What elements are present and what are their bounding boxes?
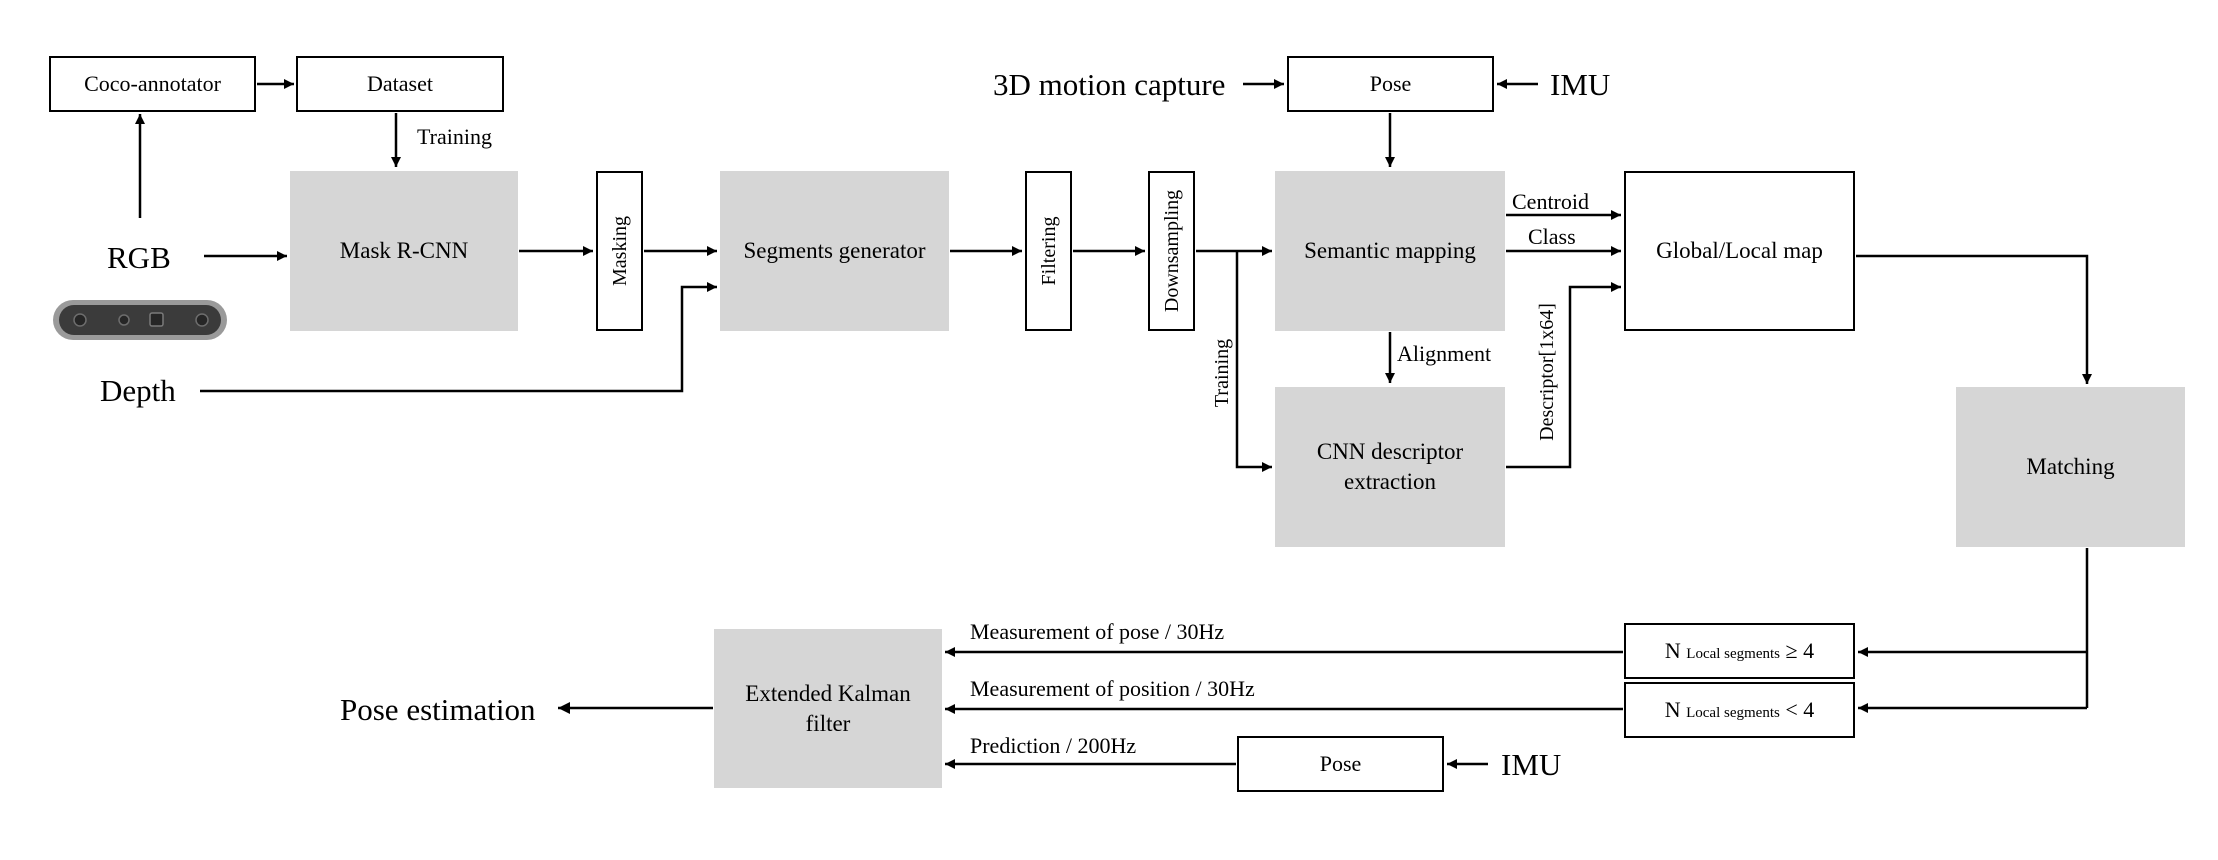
masking-box: Masking xyxy=(596,171,643,331)
descriptor-label: Descriptor[1x64] xyxy=(1536,303,1558,441)
imu-bottom-label: IMU xyxy=(1501,747,1562,782)
class-label: Class xyxy=(1528,224,1576,249)
pose-top-box: Pose xyxy=(1287,56,1494,112)
measurement-position-label: Measurement of position / 30Hz xyxy=(970,676,1255,701)
mask-rcnn-box: Mask R-CNN xyxy=(290,171,518,331)
training-label: Training xyxy=(417,124,492,149)
measurement-pose-label: Measurement of pose / 30Hz xyxy=(970,619,1225,644)
wire-map-to-matching xyxy=(1856,254,2092,384)
pose-estimation-output-label: Pose estimation xyxy=(340,692,536,727)
filtering-box: Filtering xyxy=(1025,171,1072,331)
prediction-label: Prediction / 200Hz xyxy=(970,733,1137,758)
global-local-map-box: Global/Local map xyxy=(1624,171,1855,331)
downsampling-box: Downsampling xyxy=(1148,171,1195,331)
motion-capture-label: 3D motion capture xyxy=(993,67,1226,102)
rgb-input-label: RGB xyxy=(107,240,171,275)
imu-top-label: IMU xyxy=(1550,67,1611,102)
pose-bottom-box: Pose xyxy=(1237,736,1444,792)
semantic-mapping-box: Semantic mapping xyxy=(1275,171,1505,331)
condition-lt-4-box: N Local segments < 4 xyxy=(1624,682,1855,738)
dataset-box: Dataset xyxy=(296,56,504,112)
centroid-label: Centroid xyxy=(1512,189,1589,214)
alignment-label: Alignment xyxy=(1397,341,1492,366)
wire-depth-to-segments xyxy=(200,282,717,393)
coco-annotator-box: Coco-annotator xyxy=(49,56,256,112)
wire-training-branch xyxy=(1235,251,1272,472)
depth-input-label: Depth xyxy=(100,373,176,408)
matching-box: Matching xyxy=(1956,387,2185,547)
condition-ge-4-box: N Local segments ≥ 4 xyxy=(1624,623,1855,679)
depth-camera-icon xyxy=(53,300,227,340)
segments-generator-box: Segments generator xyxy=(720,171,949,331)
training-side-label: Training xyxy=(1211,338,1233,408)
wire-descriptor xyxy=(1506,282,1621,469)
